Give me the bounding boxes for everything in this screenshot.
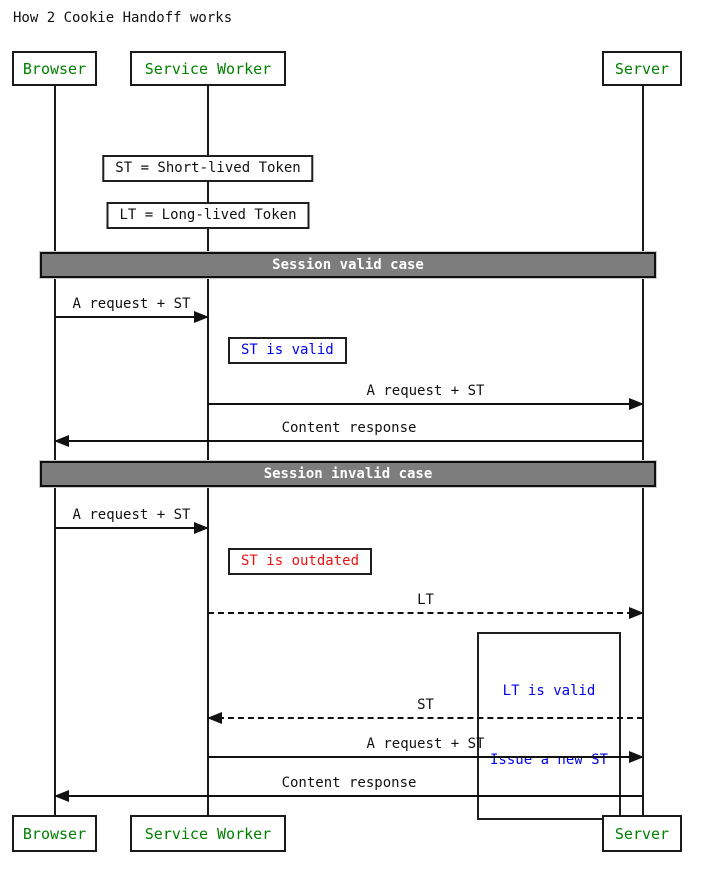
arrowhead-left-icon — [207, 712, 222, 724]
message-request-st-4: A request + ST — [208, 735, 644, 763]
participant-server-top: Server — [602, 51, 682, 86]
note-st-is-valid: ST is valid — [228, 337, 347, 364]
message-request-st-3: A request + ST — [55, 506, 209, 534]
message-label: ST — [417, 697, 434, 713]
arrowhead-left-icon — [54, 790, 69, 802]
message-label: Content response — [281, 775, 417, 791]
message-line — [55, 522, 209, 534]
lifeline-server — [642, 85, 644, 816]
participant-server-bottom: Server — [602, 815, 682, 852]
arrowhead-right-icon — [194, 311, 209, 323]
note-lt-definition: LT = Long-lived Token — [106, 202, 310, 229]
note-st-is-outdated: ST is outdated — [228, 548, 373, 575]
message-line — [207, 712, 643, 724]
message-content-response-2: Content response — [54, 774, 643, 802]
message-lt: LT — [208, 591, 644, 619]
message-line — [208, 398, 644, 410]
divider-session-valid: Session valid case — [40, 252, 656, 278]
message-label: LT — [417, 592, 434, 608]
lifeline-service-worker — [207, 85, 209, 816]
message-label: Content response — [281, 420, 417, 436]
participant-service-worker-top: Service Worker — [130, 51, 286, 86]
message-request-st-1: A request + ST — [55, 295, 209, 323]
message-content-response-1: Content response — [54, 419, 643, 447]
note-line-1: LT is valid — [502, 683, 596, 699]
arrowhead-right-icon — [629, 398, 644, 410]
participant-browser-bottom: Browser — [12, 815, 97, 852]
message-st: ST — [207, 696, 643, 724]
message-line — [208, 607, 644, 619]
arrowhead-right-icon — [194, 522, 209, 534]
participant-browser-top: Browser — [12, 51, 97, 86]
message-line — [55, 311, 209, 323]
arrowhead-right-icon — [629, 607, 644, 619]
message-label: A request + ST — [366, 736, 485, 752]
participant-service-worker-bottom: Service Worker — [130, 815, 286, 852]
arrowhead-right-icon — [629, 751, 644, 763]
message-line — [54, 790, 643, 802]
diagram-title: How 2 Cookie Handoff works — [13, 10, 233, 26]
message-label: A request + ST — [366, 383, 485, 399]
message-request-st-2: A request + ST — [208, 382, 644, 410]
message-label: A request + ST — [72, 507, 191, 523]
message-line — [54, 435, 643, 447]
note-st-definition: ST = Short-lived Token — [102, 155, 314, 182]
divider-session-invalid: Session invalid case — [40, 461, 656, 487]
arrowhead-left-icon — [54, 435, 69, 447]
lifeline-browser — [54, 85, 56, 816]
message-label: A request + ST — [72, 296, 191, 312]
message-line — [208, 751, 644, 763]
